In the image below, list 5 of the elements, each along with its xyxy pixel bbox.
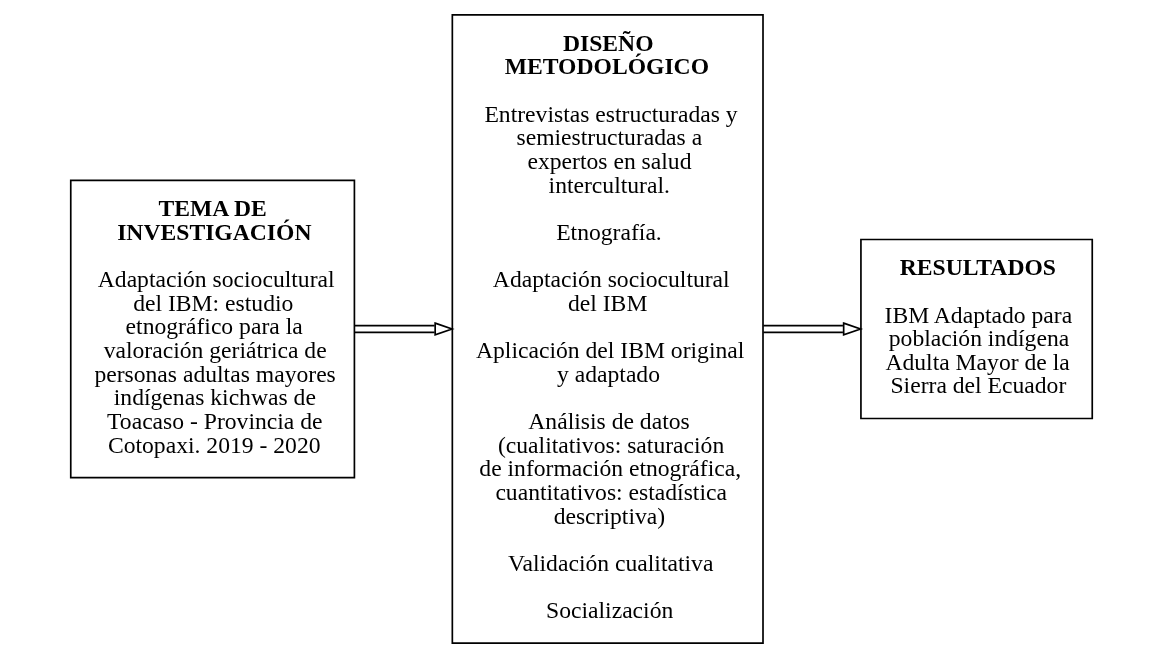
arrow [353, 321, 455, 337]
node-box: RESULTADOS IBM Adaptado para población indígena Adulta Mayor de la Sierra del Ecuador [859, 238, 1093, 420]
node-box: DISEÑO METODOLÓGICO Entrevistas estructuradas y semiestructuradas a expertos en salud intercultural. Etnografía. Adaptación sociocultural del IBM Aplicación del IBM original y adaptado Análisis de datos (cualitativos: saturación de información etnográfica, cuantitativos: estadística descriptiva) Validación cualitativa Socialización [451, 14, 764, 644]
node-box: TEMA DE INVESTIGACIÓN Adaptación sociocultural del IBM: estudio etnográfico para la valoración geriátrica de personas adultas mayores indígenas kichwas de Toacaso - Provincia de Cotopaxi. 2019 - 2020 [69, 179, 355, 479]
arrow [762, 321, 863, 337]
